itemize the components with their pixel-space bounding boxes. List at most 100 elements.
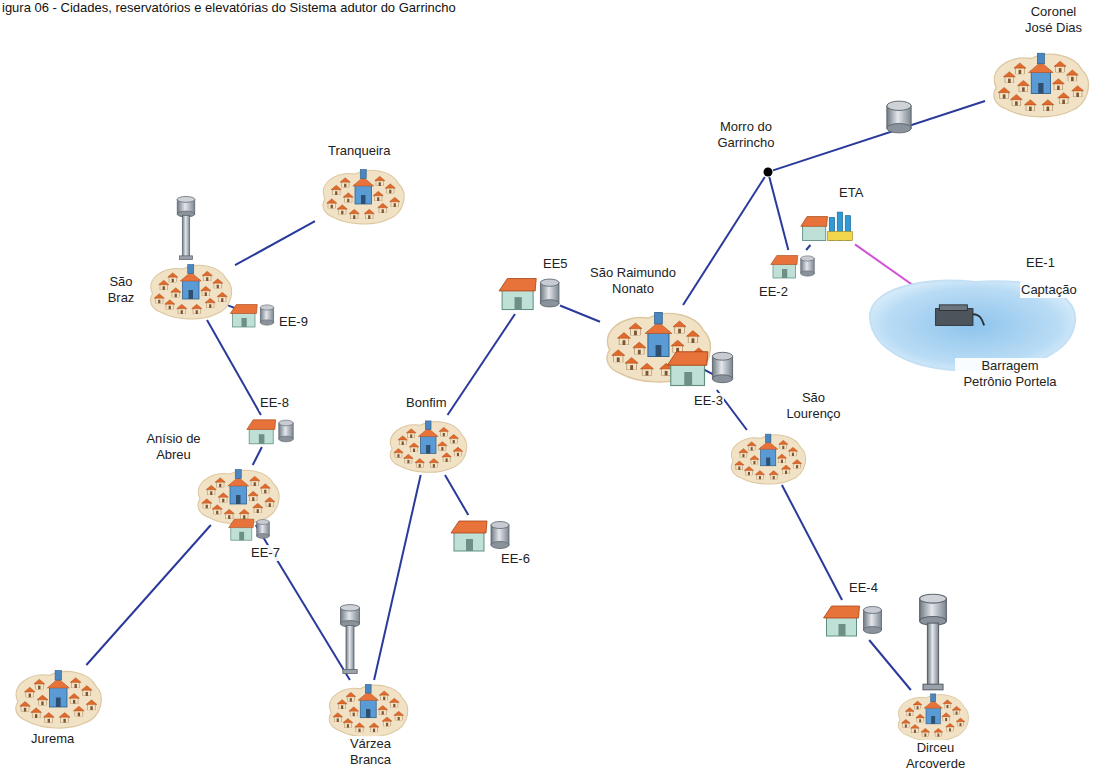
station-symbol bbox=[247, 420, 293, 444]
station-symbol bbox=[230, 305, 274, 328]
pump-station: EE5 bbox=[498, 272, 560, 314]
place-label: São Raimundo Nonato bbox=[582, 265, 684, 297]
station-symbol bbox=[499, 279, 559, 310]
city-symbol bbox=[731, 434, 805, 484]
station-icon bbox=[665, 345, 735, 390]
place-label: EE-8 bbox=[259, 395, 290, 411]
place-label: EE-6 bbox=[500, 551, 531, 567]
city-icon bbox=[320, 680, 415, 738]
city-symbol bbox=[16, 671, 102, 728]
station-icon bbox=[770, 250, 815, 282]
city: Tranqueira bbox=[315, 165, 410, 225]
water-tower bbox=[920, 594, 947, 690]
pump-station: EE-9 bbox=[228, 300, 276, 330]
station-icon bbox=[815, 600, 890, 640]
city-symbol bbox=[323, 170, 404, 224]
water-main bbox=[445, 475, 468, 515]
station-symbol bbox=[771, 256, 815, 279]
water-main bbox=[782, 485, 842, 600]
pump-symbol bbox=[936, 305, 985, 326]
water-tower bbox=[340, 605, 359, 674]
place-label: EE-4 bbox=[848, 580, 879, 596]
eta-icon bbox=[800, 205, 855, 245]
water-main bbox=[769, 177, 788, 250]
water-main bbox=[253, 447, 262, 465]
map-label: Barragem Petrônio Portela bbox=[955, 358, 1065, 390]
place-label: EE-9 bbox=[278, 314, 309, 330]
place-label: EE-3 bbox=[693, 393, 724, 409]
city-symbol bbox=[390, 421, 467, 472]
city-symbol bbox=[329, 684, 407, 737]
station-symbol bbox=[229, 519, 270, 540]
city-icon bbox=[145, 260, 235, 320]
figure-title: igura 06 - Cidades, reservatórios e elev… bbox=[2, 0, 456, 16]
station-symbol bbox=[667, 352, 732, 386]
city-icon bbox=[985, 48, 1095, 118]
place-label: EE5 bbox=[542, 256, 569, 272]
place-label: EE-2 bbox=[758, 284, 789, 300]
city: Dirceu Arcoverde bbox=[885, 690, 980, 742]
city: Jurema bbox=[10, 665, 105, 730]
dot-icon bbox=[763, 167, 773, 177]
pump-station: EE-4 bbox=[815, 600, 890, 640]
pump-station: EE-7 bbox=[228, 515, 270, 543]
water-main bbox=[235, 221, 315, 265]
place-label: EE-7 bbox=[250, 545, 281, 561]
place-label: Tranqueira bbox=[327, 143, 391, 159]
city-icon bbox=[190, 465, 285, 525]
treatment-plant: ETA bbox=[800, 205, 855, 245]
water-main bbox=[448, 314, 515, 415]
city: Anísio de Abreu bbox=[190, 465, 285, 525]
place-label: ETA bbox=[838, 185, 864, 201]
city: São Lourenço bbox=[725, 430, 810, 485]
water-main bbox=[773, 101, 985, 170]
place-label: Anísio de Abreu bbox=[135, 431, 212, 463]
city: Várzea Branca bbox=[320, 680, 415, 738]
water-main bbox=[806, 245, 810, 250]
place-label: Várzea Branca bbox=[342, 736, 399, 768]
map-label: Captação bbox=[1020, 282, 1078, 298]
city-icon bbox=[315, 165, 410, 225]
place-label: Coronel José Dias bbox=[1015, 4, 1092, 36]
place-label: Jurema bbox=[30, 731, 75, 747]
junction-point: Morro do Garrincho bbox=[763, 167, 773, 177]
water-main bbox=[86, 525, 210, 665]
pump-station: EE-6 bbox=[445, 515, 515, 555]
pump-icon bbox=[930, 303, 986, 331]
city-symbol bbox=[150, 265, 231, 319]
city-symbol bbox=[898, 694, 968, 741]
city: Coronel José Dias bbox=[985, 48, 1095, 118]
station-icon bbox=[498, 272, 560, 314]
dot-symbol bbox=[764, 168, 773, 177]
place-label: Bonfim bbox=[405, 395, 447, 411]
intake-pump: EE-1 bbox=[930, 303, 986, 331]
station-icon bbox=[228, 300, 276, 330]
city: São Braz bbox=[145, 260, 235, 320]
city-icon bbox=[385, 415, 470, 475]
eta-symbol bbox=[801, 212, 853, 240]
pump-station: EE-8 bbox=[245, 415, 295, 447]
station-symbol bbox=[451, 521, 509, 551]
place-label: Dirceu Arcoverde bbox=[897, 740, 974, 772]
station-icon bbox=[445, 515, 515, 555]
place-label: EE-1 bbox=[1025, 255, 1056, 271]
place-label: Morro do Garrincho bbox=[705, 119, 787, 151]
water-tower bbox=[177, 196, 195, 259]
city-icon bbox=[10, 665, 105, 730]
station-icon bbox=[228, 515, 270, 543]
water-main bbox=[683, 177, 765, 305]
water-main bbox=[374, 475, 421, 680]
pump-station: EE-2 bbox=[770, 250, 815, 282]
pump-station: EE-3 bbox=[665, 345, 735, 390]
city-icon bbox=[725, 430, 810, 485]
water-main bbox=[869, 640, 911, 690]
place-label: São Braz bbox=[100, 274, 142, 306]
city-symbol bbox=[994, 53, 1089, 117]
city-icon bbox=[885, 690, 980, 742]
water-main bbox=[560, 306, 600, 322]
station-symbol bbox=[824, 606, 882, 636]
station-icon bbox=[245, 415, 295, 447]
water-main bbox=[207, 320, 261, 415]
